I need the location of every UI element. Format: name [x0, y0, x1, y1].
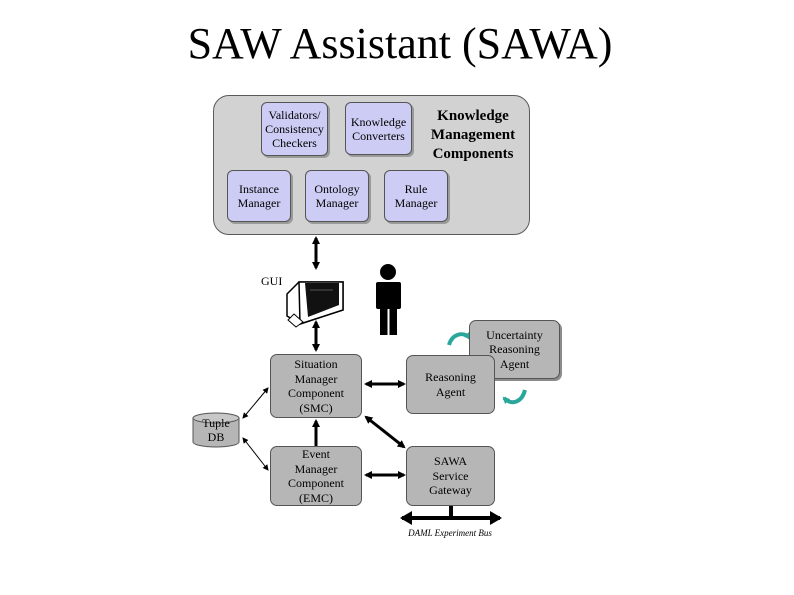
- event-manager-box: Event Manager Component (EMC): [270, 446, 362, 506]
- person-icon: [376, 264, 401, 335]
- knowledge-management-label: Knowledge Management Components: [430, 108, 516, 162]
- db-emc-arrow: [242, 437, 269, 471]
- validators-box: Validators/ Consistency Checkers: [261, 102, 328, 156]
- reasoning-agent-box: Reasoning Agent: [406, 355, 495, 414]
- gui-label: GUI: [261, 274, 283, 288]
- cycle-arrow-icon-bottom: [502, 389, 527, 405]
- instance-manager-box: Instance Manager: [227, 170, 291, 222]
- knowledge-converters-box: Knowledge Converters: [345, 102, 412, 155]
- cycle-arrow-icon-top: [447, 331, 472, 346]
- ontology-manager-box: Ontology Manager: [305, 170, 369, 222]
- sawa-service-gateway-box: SAWA Service Gateway: [406, 446, 495, 506]
- monitor-icon: [286, 281, 344, 328]
- page-title: SAW Assistant (SAWA): [187, 19, 613, 68]
- rule-manager-box: Rule Manager: [384, 170, 448, 222]
- db-smc-arrow: [242, 387, 269, 419]
- situation-manager-box: Situation Manager Component (SMC): [270, 354, 362, 418]
- tuple-db-cylinder: [192, 412, 240, 448]
- tuple-db-label: Tuple DB: [202, 416, 230, 444]
- smc-gateway-arrow: [364, 415, 406, 449]
- daml-bus-label: DAML Experiment Bus: [408, 528, 492, 538]
